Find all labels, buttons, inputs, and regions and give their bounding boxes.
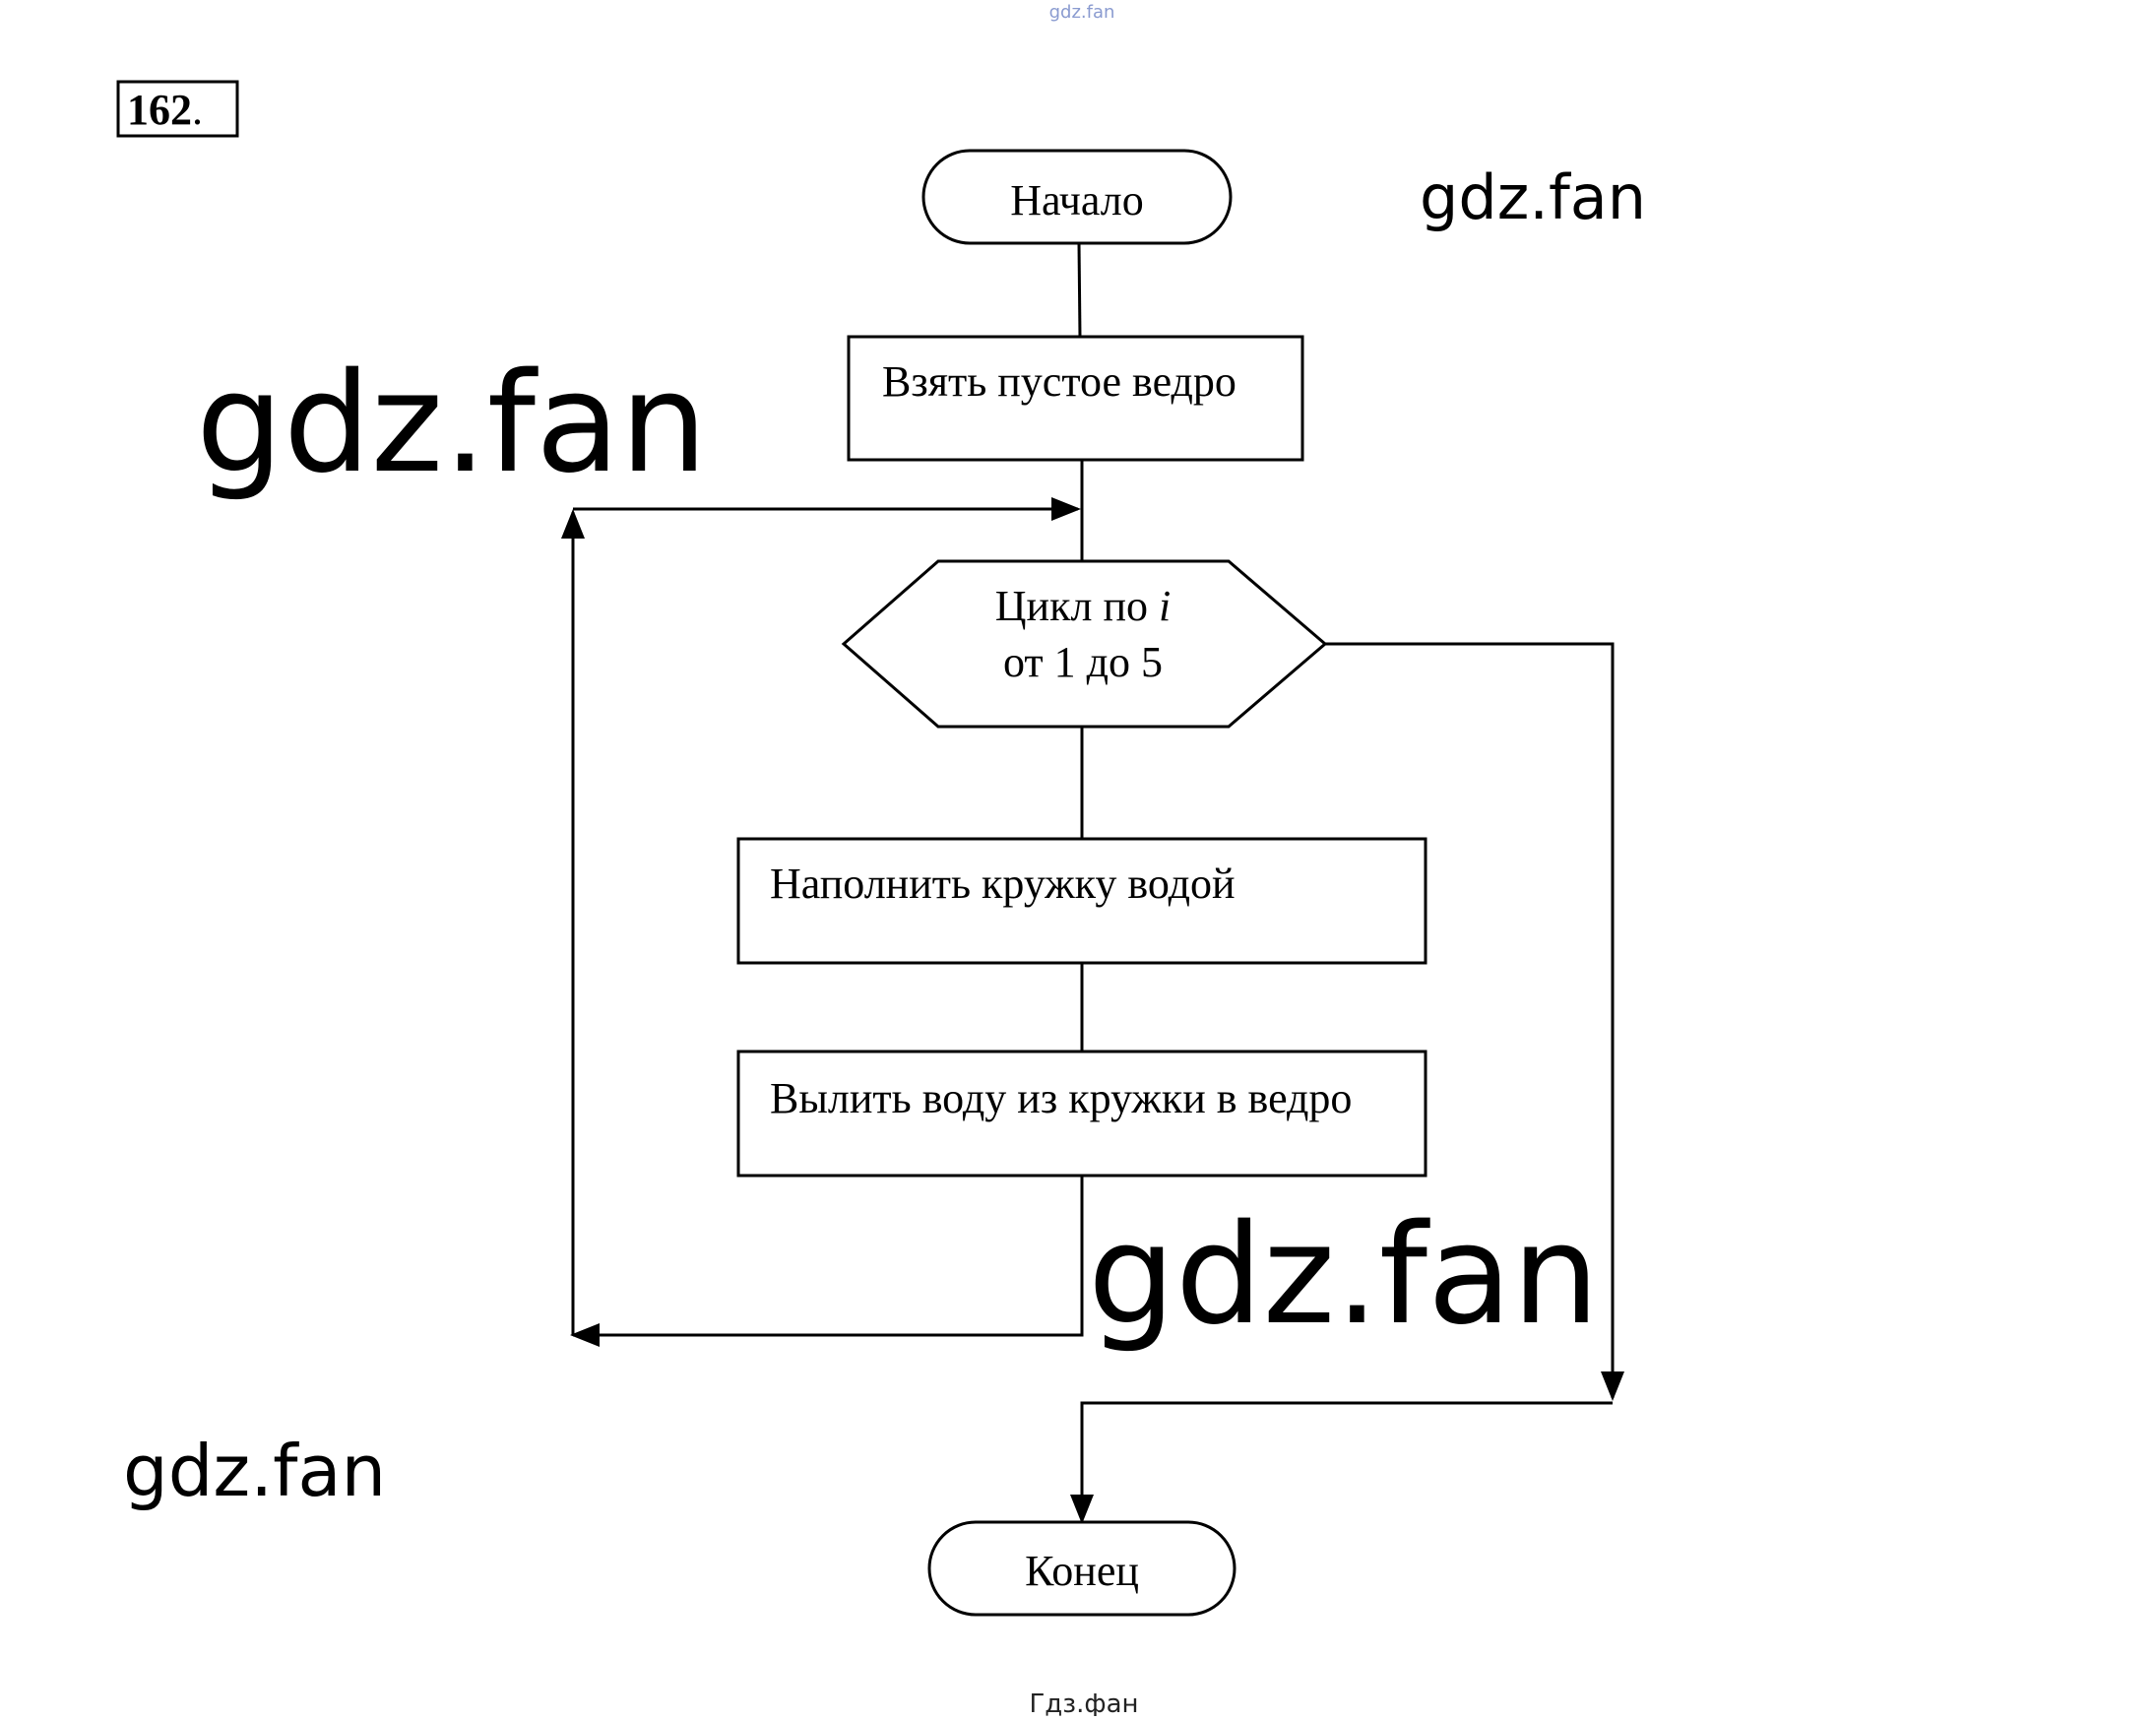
connector-start-step1 <box>1077 242 1082 338</box>
end-terminator <box>927 1520 1237 1617</box>
watermark-top-right: gdz.fan <box>1420 161 1646 233</box>
problem-number-box <box>116 80 239 138</box>
step-pour-water <box>736 1050 1427 1178</box>
loop-exit-line <box>1325 642 1624 1401</box>
step-take-bucket-label: Взять пустое ведро <box>882 357 1237 406</box>
start-label: Начало <box>1010 176 1144 224</box>
start-terminator <box>921 149 1233 245</box>
loop-label-line2: от 1 до 5 <box>1003 638 1163 686</box>
problem-number: 162. <box>127 86 203 134</box>
step-take-bucket <box>847 335 1304 462</box>
end-label: Конец <box>1025 1547 1139 1595</box>
loop-back-line <box>570 1176 1084 1347</box>
step-fill-mug-label: Наполнить кружку водой <box>770 860 1236 908</box>
step-fill-mug <box>736 837 1427 965</box>
watermark-large-center: gdz.fan <box>1088 1195 1600 1356</box>
watermark-large-left: gdz.fan <box>196 344 708 504</box>
footer-watermark: Гдз.фан <box>1029 1689 1138 1716</box>
step-pour-water-label: Вылить воду из кружки в ведро <box>770 1074 1352 1122</box>
connector-to-end <box>1070 1401 1613 1524</box>
loop-label-line1: Цикл по i <box>995 582 1171 630</box>
header-watermark: gdz.fan <box>1049 2 1115 23</box>
watermark-bottom-left: gdz.fan <box>123 1430 386 1512</box>
